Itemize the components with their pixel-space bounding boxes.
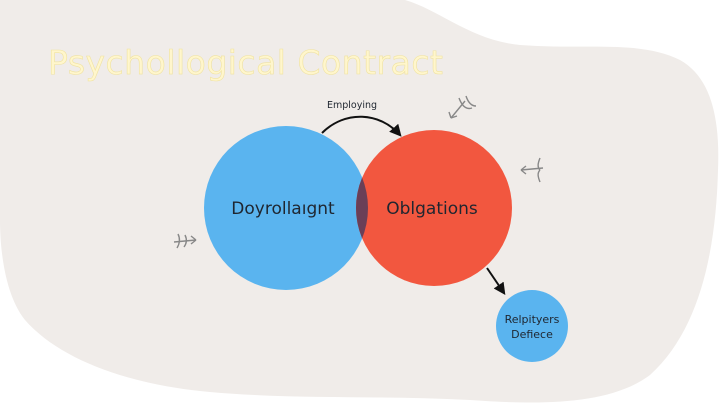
right-circle-label: Oblgations xyxy=(386,199,478,219)
right-circle xyxy=(356,130,512,286)
small-circle-line-2: Defiece xyxy=(511,328,553,341)
small-circle-line-1: Relpityers xyxy=(505,313,560,326)
left-circle xyxy=(204,126,368,290)
left-circle-label: Doyrollaıgnt xyxy=(231,199,335,219)
result-arrow xyxy=(486,267,506,295)
sketch-arrow-icon xyxy=(173,233,197,249)
sketch-arrow-icon xyxy=(520,157,544,183)
diagram-title: Psychollogical Contract xyxy=(48,43,443,82)
small-circle xyxy=(496,290,568,362)
employing-label: Employing xyxy=(327,100,377,111)
employing-arrow xyxy=(321,115,402,137)
sketch-arrow-icon xyxy=(448,95,477,119)
